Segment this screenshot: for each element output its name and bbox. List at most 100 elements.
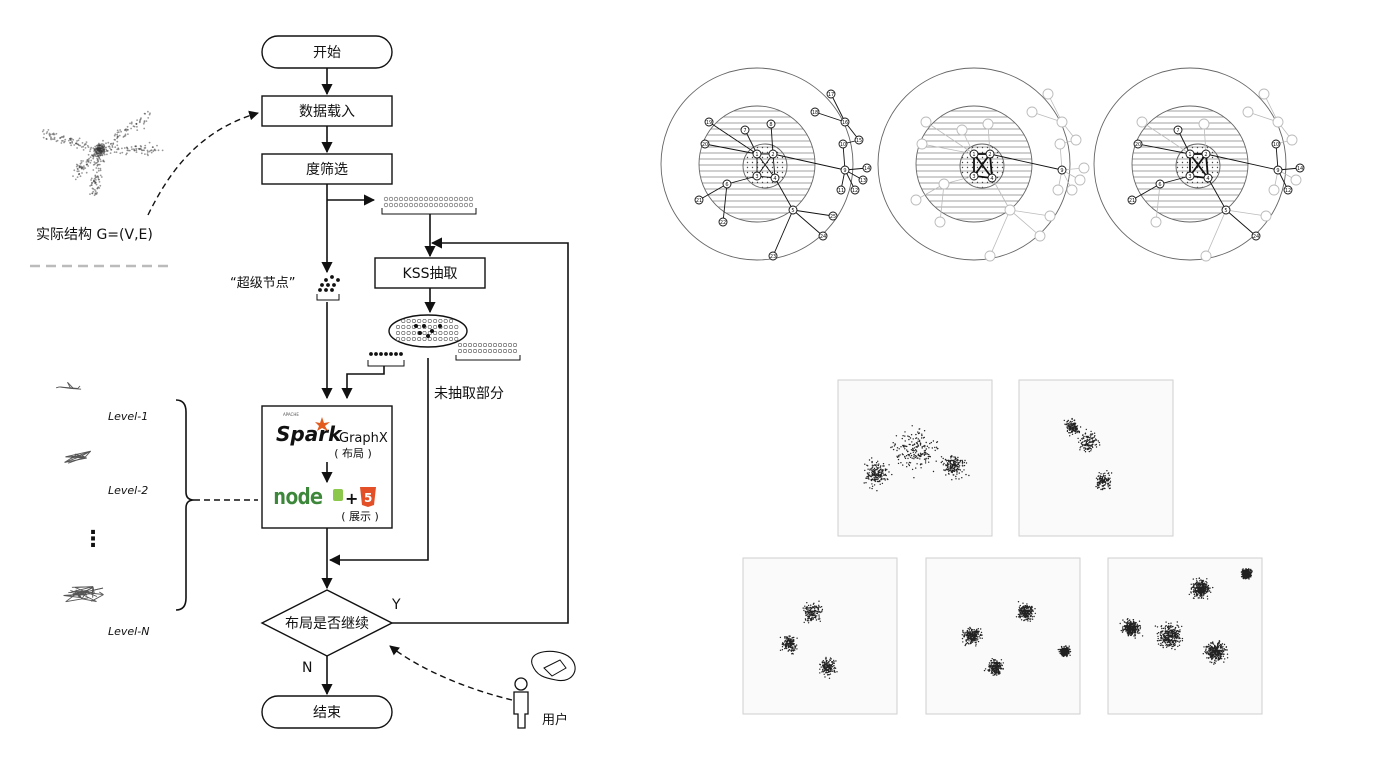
result-point: [1066, 653, 1069, 655]
result-point: [1109, 481, 1111, 484]
result-point: [1181, 637, 1184, 640]
result-point: [915, 449, 917, 451]
decision-label: 布局是否继续: [285, 615, 369, 632]
kss-dot: [401, 318, 406, 323]
result-point: [1069, 651, 1071, 653]
result-point: [817, 608, 819, 610]
result-point: [1125, 630, 1127, 632]
result-point: [968, 628, 971, 630]
result-point: [991, 666, 993, 668]
result-point: [1170, 632, 1172, 634]
result-point: [1163, 640, 1165, 642]
kss-dot: [438, 318, 443, 323]
result-point: [1097, 478, 1099, 480]
result-point: [1173, 644, 1175, 646]
node-dot: [408, 196, 414, 202]
actual-structure-label: 实际结构 G=(V,E): [36, 227, 153, 243]
result-point: [1029, 607, 1032, 610]
result-point: [1069, 435, 1071, 437]
result-point: [921, 433, 923, 435]
kcore-node-label: 24: [820, 234, 826, 240]
blob-point: [77, 139, 80, 142]
result-point: [926, 453, 928, 455]
result-point: [1168, 626, 1170, 629]
result-point: [919, 442, 922, 444]
result-point: [1087, 436, 1090, 438]
result-point: [1203, 591, 1205, 594]
result-point: [944, 459, 947, 461]
blob-point: [144, 153, 146, 156]
result-point: [1200, 581, 1203, 584]
blob-point: [99, 144, 101, 147]
result-point: [963, 633, 965, 635]
result-point: [807, 612, 809, 614]
result-point: [989, 666, 991, 668]
load-node[interactable]: [261, 95, 393, 127]
result-point: [884, 479, 886, 481]
result-point: [968, 630, 971, 632]
result-point: [1170, 624, 1172, 627]
result-point: [951, 465, 954, 467]
blob-point: [82, 145, 85, 148]
result-point: [1089, 436, 1092, 438]
result-point: [1102, 485, 1104, 488]
result-point: [815, 617, 817, 619]
blob-point: [118, 134, 121, 137]
result-point: [1166, 641, 1169, 644]
kcore-node: [1078, 162, 1090, 174]
kcore-edge: [704, 143, 758, 155]
result-point: [918, 428, 920, 430]
result-point: [879, 474, 881, 476]
kcore-node: [1251, 231, 1261, 241]
result-point: [1089, 439, 1091, 441]
result-point: [869, 487, 871, 489]
result-point: [1024, 606, 1026, 609]
kss-dot: [411, 336, 416, 341]
kss-dot: [448, 330, 453, 335]
result-point: [824, 669, 826, 671]
blob-point: [107, 145, 110, 148]
result-point: [922, 445, 925, 447]
unextracted-dot: [502, 342, 507, 347]
result-point: [1198, 597, 1200, 599]
result-point: [828, 660, 830, 663]
blob-point: [47, 129, 50, 131]
blob-point: [94, 175, 97, 178]
blob-point: [102, 139, 104, 142]
end-node[interactable]: [261, 695, 393, 729]
result-point: [915, 437, 918, 439]
node-dot: [398, 196, 404, 202]
result-point: [928, 453, 930, 456]
result-point: [1026, 616, 1029, 618]
level-edge: [65, 450, 91, 458]
result-point: [870, 479, 872, 481]
blob-point: [126, 149, 129, 152]
result-point: [1122, 630, 1124, 632]
result-point: [1208, 654, 1211, 656]
result-point: [1207, 585, 1209, 587]
level-edge: [67, 456, 86, 464]
kss-dot: [448, 336, 453, 341]
blob-point: [94, 182, 97, 185]
result-point: [1139, 632, 1141, 634]
result-point: [896, 447, 899, 449]
result-point: [874, 470, 876, 472]
filter-node[interactable]: [261, 153, 393, 185]
blob-point: [96, 144, 99, 147]
result-point: [779, 636, 782, 639]
result-point: [925, 457, 927, 460]
result-point: [981, 634, 983, 636]
result-point: [920, 463, 922, 465]
result-point: [828, 677, 831, 679]
result-point: [823, 673, 825, 675]
result-point: [970, 638, 972, 640]
result-point: [953, 468, 956, 471]
result-point: [1218, 650, 1221, 652]
blob-point: [102, 152, 104, 155]
result-point: [865, 477, 867, 479]
result-point: [787, 646, 790, 649]
result-point: [810, 611, 813, 613]
result-point: [1173, 632, 1176, 634]
blob-point: [130, 127, 133, 130]
kss-node[interactable]: [374, 257, 486, 289]
